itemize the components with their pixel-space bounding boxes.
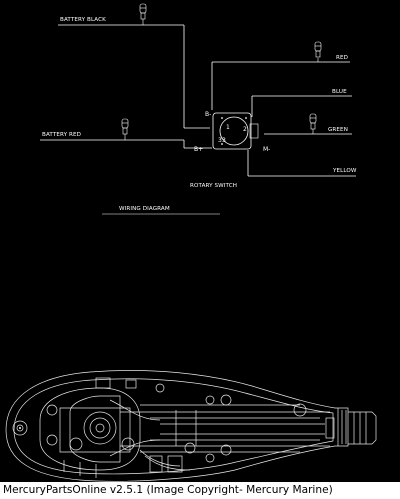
rotary-switch-label: ROTARY SWITCH <box>190 183 237 189</box>
wiring-diagram: BATTERY BLACK BATTERY RED <box>40 3 357 215</box>
terminal-b-plus: B+ <box>194 146 203 153</box>
battery-black-label: BATTERY BLACK <box>60 17 106 23</box>
switch-position-3b: 3 <box>222 137 226 144</box>
battery-red-label: BATTERY RED <box>42 132 81 138</box>
blue-wire: BLUE <box>251 89 352 117</box>
battery-red-wire: BATTERY RED <box>40 118 212 149</box>
yellow-wire: YELLOW <box>247 150 357 177</box>
diagram-caption: WIRING DIAGRAM <box>102 206 220 215</box>
copyright-footer: MercuryPartsOnline v2.5.1 (Image Copyrig… <box>0 482 400 499</box>
green-wire-label: GREEN <box>328 127 348 133</box>
connector-icon <box>309 113 317 130</box>
motor-head-drawing <box>5 370 377 482</box>
red-wire: RED <box>211 41 350 110</box>
connector-icon <box>314 41 322 58</box>
switch-position-3a: 3 <box>218 137 222 144</box>
switch-position-1: 1 <box>226 124 230 131</box>
wiring-diagram-caption: WIRING DIAGRAM <box>119 206 170 212</box>
connector-icon <box>121 118 129 135</box>
terminal-m-minus: M- <box>263 146 270 153</box>
yellow-wire-label: YELLOW <box>332 168 357 174</box>
switch-position-2: 2 <box>243 126 247 133</box>
red-wire-label: RED <box>336 55 348 61</box>
battery-black-wire: BATTERY BLACK <box>58 3 210 129</box>
green-wire: GREEN <box>264 113 352 135</box>
connector-icon <box>139 3 147 20</box>
terminal-b-minus: B- <box>205 111 211 118</box>
motor-head-outline <box>5 370 349 482</box>
blue-wire-label: BLUE <box>332 89 347 95</box>
rotary-switch: B- B+ M- 1 2 3 3 ROTARY SWITCH <box>190 111 270 189</box>
